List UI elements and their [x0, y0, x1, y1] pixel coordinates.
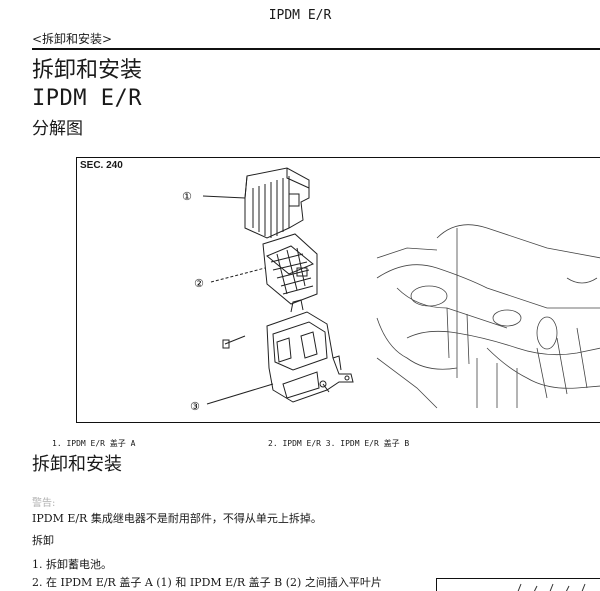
ipdm-cover-a-drawing — [244, 167, 310, 239]
figure-section-label: SEC. 240 — [80, 160, 123, 171]
page-header-title: IPDM E/R — [268, 8, 332, 23]
component-title: IPDM E/R — [32, 86, 142, 111]
warning-text: IPDM E/R 集成继电器不是耐用部件，不得从单元上拆掉。 — [32, 512, 322, 525]
section-heading: 拆卸和安装 — [32, 454, 122, 475]
next-figure-partial — [436, 578, 600, 591]
figure-caption-2: 2. IPDM E/R 3. IPDM E/R 盖子 B — [268, 439, 410, 448]
bolt-drawing — [222, 335, 330, 393]
exploded-view-illustration: ① ② ③ — [182, 167, 600, 413]
step-item: 2. 在 IPDM E/R 盖子 A (1) 和 IPDM E/R 盖子 B (… — [32, 576, 382, 589]
header-divider — [32, 48, 600, 50]
ipdm-cover-b-drawing — [266, 299, 354, 403]
callout-2: ② — [194, 277, 204, 290]
exploded-view-figure: ① ② ③ — [76, 157, 600, 423]
step-item: 1. 拆卸蓄电池。 — [32, 558, 112, 571]
callout-3: ③ — [190, 400, 200, 413]
warning-label: 警告: — [32, 498, 56, 509]
ipdm-fuse-block-drawing — [262, 233, 318, 305]
figure-caption-1: 1. IPDM E/R 盖子 A — [52, 439, 136, 448]
page-title: 拆卸和安装 — [32, 58, 143, 83]
engine-bay-drawing — [376, 224, 600, 409]
callout-1: ① — [182, 190, 192, 203]
removal-label: 拆卸 — [32, 534, 54, 547]
breadcrumb: <拆卸和安装> — [32, 32, 113, 46]
subsection-title: 分解图 — [32, 119, 83, 139]
